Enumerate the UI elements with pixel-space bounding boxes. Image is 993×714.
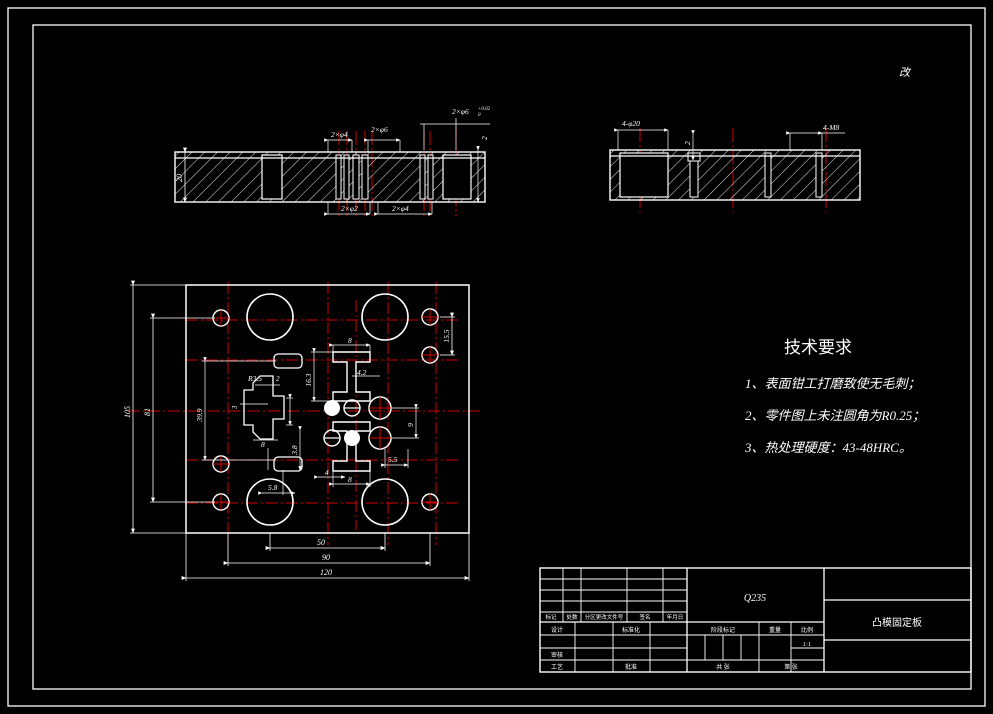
sheet-count-label: 共 张 xyxy=(716,663,730,671)
front-dim-2xphi6-label: 2×φ6 xyxy=(371,125,388,134)
plan-left-dims xyxy=(130,280,215,534)
front-tol-dim-lines xyxy=(420,118,490,203)
plan-view: 50 90 120 105 81 15.5 xyxy=(123,280,483,581)
title-block: Q235 凸模固定板 标记 处数 分区更改文件号 签名 年月日 设计 标准化 审… xyxy=(539,567,972,673)
plan-dim-81-label: 81 xyxy=(143,408,152,416)
side-dim-4phi20-label: 4-φ20 xyxy=(622,119,640,128)
plan-large-holes xyxy=(246,293,409,526)
plan-dim-120-label: 120 xyxy=(320,568,332,577)
plan-dim-38-label: 3.8 xyxy=(290,445,299,456)
sheet-border xyxy=(7,7,986,707)
front-section-view: 20 2×φ4 2×φ6 2×φ2 2×φ4 xyxy=(174,107,491,216)
plan-dim-8-left-label: 8 xyxy=(261,440,265,449)
front-dim-tol-lower: 0 xyxy=(478,113,481,118)
notes-title: 技术要求 xyxy=(784,338,852,357)
plan-dim-58-label: 5.8 xyxy=(268,483,278,492)
front-dim-tol-label: 2×φ6 xyxy=(452,107,469,116)
plan-dim-155-label: 15.5 xyxy=(442,329,451,342)
plan-m8-cross-marks xyxy=(213,309,438,510)
front-dim-tol-upper: +0.02 xyxy=(478,107,491,112)
technical-notes: 技术要求 1、表面钳工打磨致使无毛刺； 2、零件图上未注圆角为R0.25； 3、… xyxy=(744,338,925,455)
plan-dim-163-label: 16.3 xyxy=(304,373,313,386)
rev-header-1: 处数 xyxy=(566,613,578,621)
front-dim-2xphi2-label: 2×φ2 xyxy=(341,204,358,213)
sig-label-review: 审核 xyxy=(551,651,563,659)
sig-label-process: 工艺 xyxy=(551,663,563,671)
plan-dim-9-label: 9 xyxy=(406,423,415,427)
front-section-body xyxy=(174,151,486,203)
plan-dim-8-top-label: 8 xyxy=(348,336,352,345)
middle-headers: 阶段标记 重量 比例 1:1 共 张 第 张 xyxy=(711,626,813,671)
plan-dim-2-label: 2 xyxy=(276,375,280,383)
front-dim-2xphi4b-label: 2×φ4 xyxy=(392,204,409,213)
rev-header-2: 分区更改文件号 xyxy=(585,613,624,621)
sig-label-standardize: 标准化 xyxy=(622,626,640,634)
plan-dim-3-label: 3 xyxy=(231,405,239,410)
plan-dim-90-label: 90 xyxy=(322,553,330,562)
material-value: Q235 xyxy=(744,593,766,604)
plan-left-profile xyxy=(243,375,285,440)
front-dim-2xphi4-label: 2×φ4 xyxy=(331,130,348,139)
signature-rows: 设计 标准化 审核 工艺 批准 xyxy=(551,626,640,671)
plan-right-dims xyxy=(440,312,455,356)
sheet-index-label: 第 张 xyxy=(784,663,798,671)
sig-label-design: 设计 xyxy=(551,626,563,634)
stage-header: 阶段标记 xyxy=(711,626,735,634)
front-upper-dim-lines xyxy=(324,138,401,152)
part-name-value: 凸模固定板 xyxy=(872,616,922,629)
side-section-view: 4-φ20 2 4-M8 xyxy=(609,119,861,212)
revision-headers: 标记 处数 分区更改文件号 签名 年月日 xyxy=(545,613,683,621)
scale-value: 1:1 xyxy=(803,642,811,648)
plate-outline xyxy=(185,284,470,534)
side-section-body xyxy=(609,149,861,201)
front-dim-step-label: 2 xyxy=(480,136,489,140)
scale-header: 比例 xyxy=(801,626,813,634)
side-dim-4m8-label: 4-M8 xyxy=(823,123,839,132)
plan-dim-399-label: 39.9 xyxy=(195,408,204,422)
plan-dim-55-label: 5.5 xyxy=(388,455,398,464)
rev-header-0: 标记 xyxy=(545,613,557,621)
plan-dim-8-bot-label: 8 xyxy=(348,475,352,484)
rev-header-4: 年月日 xyxy=(667,613,684,621)
corner-mark: 改 xyxy=(899,66,912,79)
notes-item-1: 1、表面钳工打磨致使无毛刺； xyxy=(745,376,921,391)
rev-header-3: 签名 xyxy=(639,613,650,621)
notes-item-2: 2、零件图上未注圆角为R0.25； xyxy=(745,408,925,423)
front-dim-thickness-label: 20 xyxy=(175,174,184,182)
plan-internal-dim-lines xyxy=(202,343,419,495)
plan-dim-r35-label: R3.5 xyxy=(247,374,262,383)
front-lower-dim-lines xyxy=(324,202,433,216)
plan-dim-42-label: 4.2 xyxy=(357,368,367,377)
plan-dim-4-label: 4 xyxy=(325,468,329,477)
plan-center-lines xyxy=(128,282,483,545)
plan-dim-50-label: 50 xyxy=(317,538,325,547)
plan-punch-cross-marks xyxy=(369,397,391,449)
side-dim-step-label: 2 xyxy=(683,141,692,145)
side-dim-lines xyxy=(614,128,845,161)
plan-bottom-dims xyxy=(181,533,470,581)
plan-dim-105-label: 105 xyxy=(123,406,132,418)
notes-item-3: 3、热处理硬度：43-48HRC。 xyxy=(744,440,912,455)
sig-label-approve: 批准 xyxy=(625,663,637,671)
weight-header: 重量 xyxy=(769,626,781,634)
